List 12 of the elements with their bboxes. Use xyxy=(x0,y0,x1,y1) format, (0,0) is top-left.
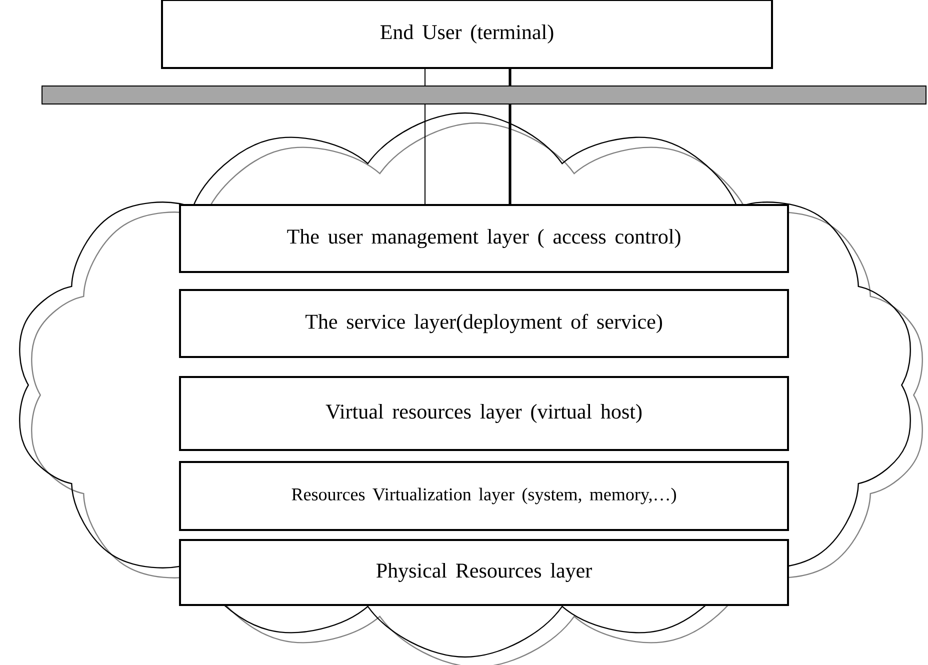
layer-box: The user management layer ( access control) xyxy=(179,204,789,273)
connector-line xyxy=(508,69,512,86)
user-box: End User (terminal) xyxy=(161,0,773,69)
cloud-shape xyxy=(19,112,923,665)
layer-box: Resources Virtualization layer (system, memory,…) xyxy=(179,461,789,531)
layer-box: Physical Resources layer xyxy=(179,539,789,606)
layer-box: The service layer(deployment of service) xyxy=(179,289,789,358)
connector-line xyxy=(508,104,512,204)
layer-box: Virtual resources layer (virtual host) xyxy=(179,376,789,451)
network-bar xyxy=(42,86,926,104)
connector-line xyxy=(424,68,426,86)
connector-line xyxy=(424,104,426,204)
